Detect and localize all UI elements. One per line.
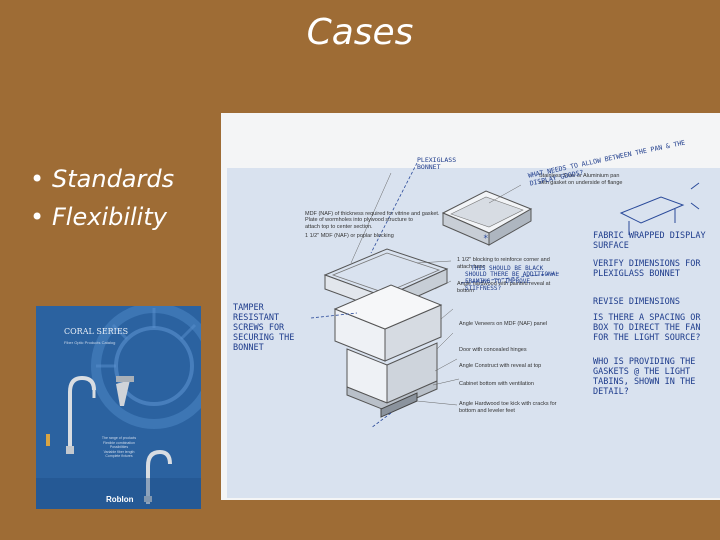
- catalog-subtitle: Fiber Optic Products Catalog: [64, 340, 115, 345]
- cabinet-upper-drawing: [333, 284, 443, 362]
- catalog-cover-graphic: CORAL SERIES Fiber Optic Products Catalo…: [36, 306, 201, 509]
- slide-title: Cases: [306, 12, 414, 53]
- catalog-menu-item: Flexible combination: [103, 440, 135, 445]
- sketch-label: Angle hardwood with painted reveal at bo…: [457, 281, 551, 294]
- sketch-label: Angle Veneers on MDF (NAF) panel: [459, 321, 548, 327]
- bullet-text: Flexibility: [52, 203, 167, 231]
- handwritten-note: IS THERE A SPACING OR BOX TO DIRECT THE …: [593, 313, 701, 343]
- bullet-text: Standards: [52, 165, 175, 193]
- sketch-label: 1 1/2" MDF (NAF) or poplar blocking: [305, 233, 394, 239]
- sketch-label: 1 1/2" blocking to reinforce corner and …: [457, 257, 550, 270]
- sketch-label: MDF (NAF) of thickness required for vitr…: [305, 211, 440, 217]
- sketch-label: Stainless Steel or Aluminium pan with ga…: [539, 173, 623, 186]
- sketch-label: Plate of wormholes into plywood structur…: [305, 217, 413, 230]
- catalog-series-title: CORAL SERIES: [64, 327, 128, 336]
- bullet-list: •Standards •Flexibility: [30, 160, 174, 236]
- display-pan-drawing: [441, 190, 533, 246]
- sketch-label: Angle Hardwood toe kick with cracks for …: [459, 401, 557, 414]
- catalog-cover-image: CORAL SERIES Fiber Optic Products Catalo…: [36, 306, 201, 509]
- handwritten-note: TAMPER RESISTANT SCREWS FOR SECURING THE…: [233, 303, 295, 353]
- bullet-item: •Standards: [30, 165, 175, 193]
- svg-text:*: *: [483, 234, 488, 244]
- sketch-label: Angle Construct with reveal at top: [459, 363, 542, 369]
- display-case-sketch-image: * MDF (NAF) of thickness required for vi…: [221, 113, 720, 500]
- catalog-menu: The range of products Flexible combinati…: [84, 436, 154, 459]
- handwritten-note: SHOULD THERE BE ADDITIONAL FRAMING TO IM…: [465, 271, 559, 292]
- catalog-menu-item: Possibilities: [109, 445, 129, 449]
- handwritten-note: FABRIC WRAPPED DISPLAY SURFACE: [593, 231, 706, 251]
- catalog-menu-item: Variable fiber length: [103, 449, 135, 454]
- catalog-menu-item: The range of products: [101, 436, 137, 440]
- handwritten-note: VERIFY DIMENSIONS FOR PLEXIGLASS BONNET: [593, 259, 701, 279]
- handwritten-note: WHO IS PROVIDING THE GASKETS @ THE LIGHT…: [593, 357, 696, 397]
- detail-sketch: [619, 182, 700, 235]
- catalog-menu-item: Complete fixtures: [105, 454, 133, 458]
- sketch-label: Door with concealed hinges: [459, 347, 527, 353]
- handwritten-note: PLEXIGLASS BONNET: [417, 156, 457, 171]
- cabinet-lower-drawing: [346, 342, 438, 418]
- display-case-drawing: *: [310, 162, 700, 429]
- sketch-label: Cabinet bottom with ventilation: [459, 381, 534, 387]
- catalog-brand: Roblon: [106, 495, 134, 504]
- handwritten-note: REVISE DIMENSIONS: [593, 297, 680, 307]
- handwritten-note: THIS SHOULD BE BLACK: [471, 265, 544, 272]
- bullet-item: •Flexibility: [30, 203, 167, 231]
